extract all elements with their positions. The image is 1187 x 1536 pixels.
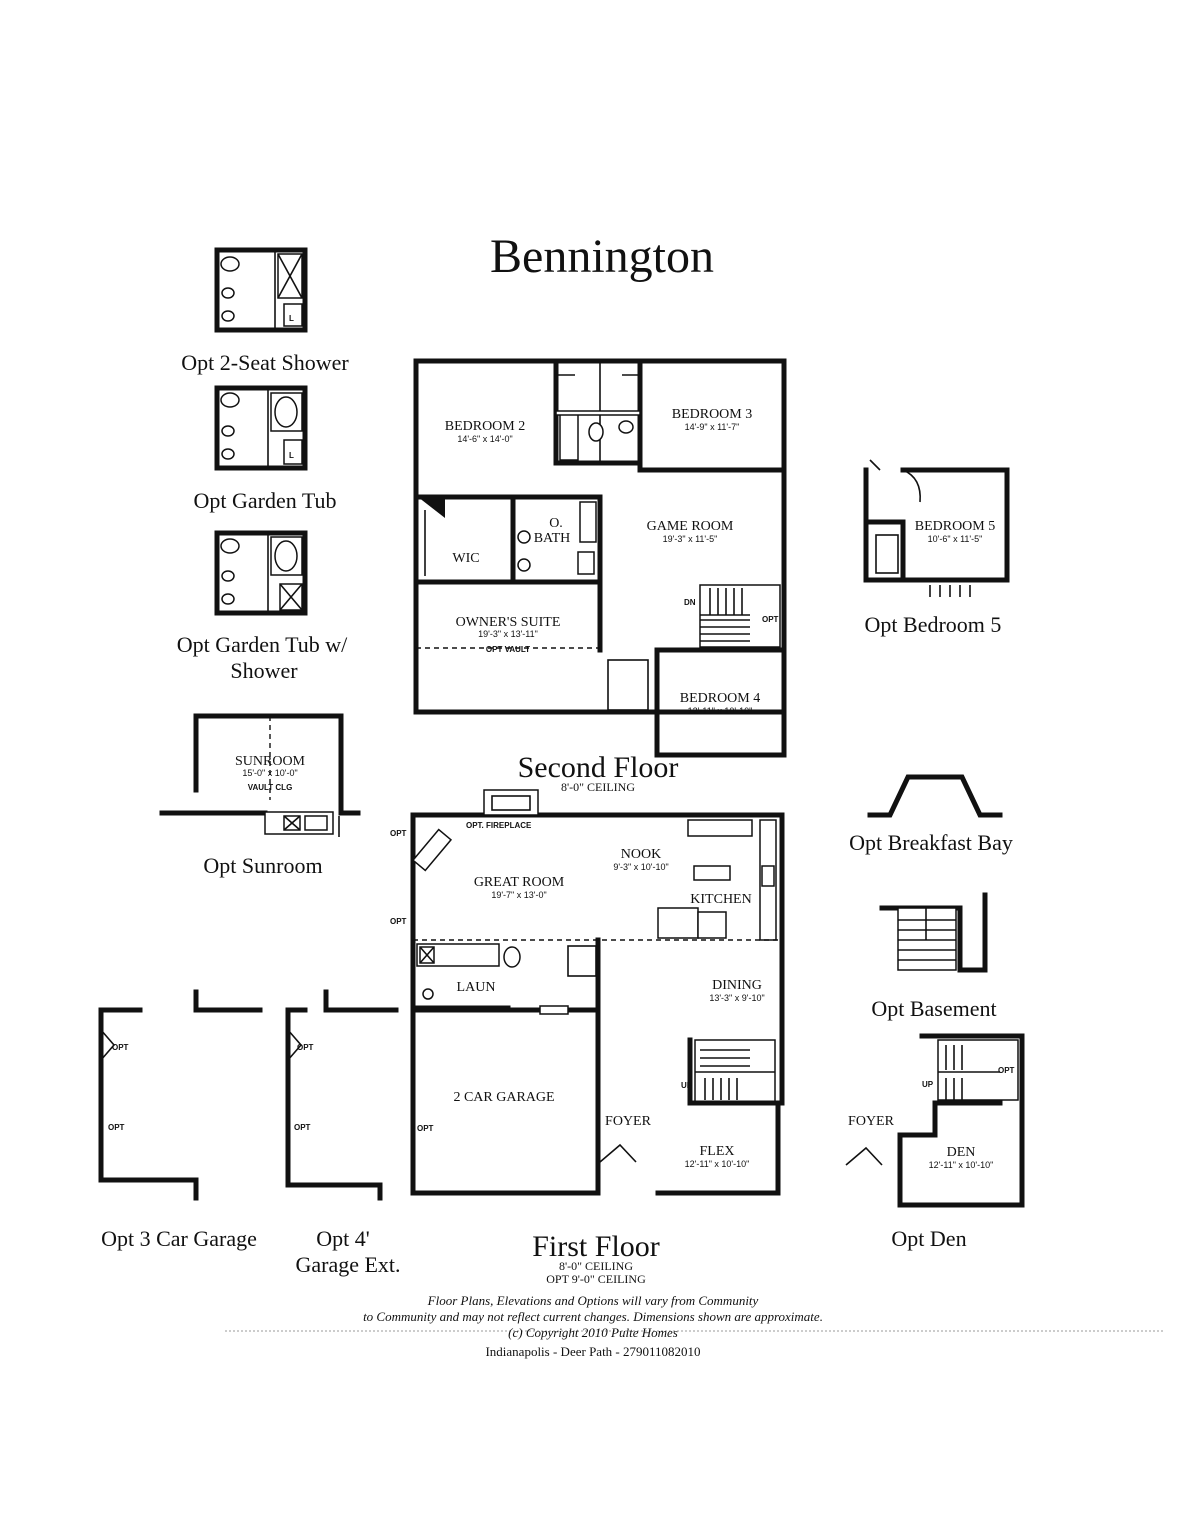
owners-suite-name: OWNER'S SUITE	[456, 615, 561, 630]
first-floor-label: First Floor	[532, 1230, 660, 1263]
bedroom-2-dims: 14'-6" x 14'-0"	[457, 434, 512, 444]
opt-garden-tub-shower-label-2: Shower	[230, 658, 298, 683]
foyer-name: FOYER	[605, 1114, 652, 1129]
opt-3-car-garage-label: Opt 3 Car Garage	[101, 1226, 257, 1251]
opt-den-label: Opt Den	[891, 1226, 966, 1251]
disclaimer-line-1: Floor Plans, Elevations and Options will…	[427, 1293, 759, 1308]
great-room-dims: 19'-7" x 13'-0"	[491, 890, 546, 900]
garage-name: 2 CAR GARAGE	[453, 1090, 554, 1105]
opt-den-plan	[845, 1033, 1025, 1208]
garage-ext-opt-mark-1: OPT	[297, 1043, 314, 1052]
opt-garage-ext-label-1: Opt 4'	[316, 1226, 370, 1251]
bedroom-4-dims: 12'-11" x 10'-10"	[688, 706, 753, 716]
opt-garage-ext-plan	[285, 989, 399, 1201]
game-room-name: GAME ROOM	[647, 519, 734, 534]
3-car-opt-mark-1: OPT	[112, 1043, 129, 1052]
den-name: DEN	[947, 1145, 976, 1160]
svg-text:L: L	[289, 451, 294, 460]
stairs-dn-mark: DN	[684, 598, 696, 607]
owner-bath-name-line2: BATH	[534, 531, 571, 546]
nook-name: NOOK	[621, 847, 661, 862]
den-opt-mark: OPT	[998, 1066, 1015, 1075]
3-car-opt-mark-2: OPT	[108, 1123, 125, 1132]
opt-garden-tub-shower-plan	[214, 530, 308, 616]
opt-breakfast-bay-label: Opt Breakfast Bay	[849, 830, 1013, 855]
second-floor-label: Second Floor	[518, 751, 679, 784]
first-floor-ceiling: 8'-0" CEILING	[559, 1259, 633, 1273]
game-room-dims: 19'-3" x 11'-5"	[663, 534, 718, 544]
bedroom-5-dims: 10'-6" x 11'-5"	[928, 534, 983, 544]
opt-basement-label: Opt Basement	[871, 996, 996, 1021]
copyright: (c) Copyright 2010 Pulte Homes	[508, 1325, 678, 1340]
bedroom-3-name: BEDROOM 3	[672, 407, 753, 422]
owners-suite-note: OPT VAULT	[486, 645, 530, 654]
opt-sunroom-plan	[159, 713, 361, 837]
svg-text:L: L	[289, 314, 294, 323]
first-floor-opt-mark-2: OPT	[390, 917, 407, 926]
opt-sunroom-label: Opt Sunroom	[203, 853, 322, 878]
opt-breakfast-bay-plan	[867, 774, 1003, 818]
bedroom-3-dims: 14'-9" x 11'-7"	[685, 422, 740, 432]
sunroom-dims: 15'-0" x 10'-0"	[242, 768, 297, 778]
dining-dims: 13'-3" x 9'-10"	[709, 993, 764, 1003]
kitchen-name: KITCHEN	[690, 892, 751, 907]
opt-basement-plan	[879, 892, 988, 973]
garage-ext-opt-mark-2: OPT	[294, 1123, 311, 1132]
second-floor-ceiling: 8'-0" CEILING	[561, 780, 635, 794]
bedroom-5-name: BEDROOM 5	[915, 519, 996, 534]
bedroom-2-name: BEDROOM 2	[445, 419, 526, 434]
opt-garden-tub-plan: L	[214, 385, 308, 471]
opt-garden-tub-shower-label-1: Opt Garden Tub w/	[177, 632, 348, 657]
dining-name: DINING	[712, 978, 762, 993]
first-floor-plan	[410, 789, 785, 1196]
owner-bath-name: O.	[549, 516, 563, 531]
great-room-name: GREAT ROOM	[474, 875, 565, 890]
plan-title: Bennington	[490, 230, 714, 283]
opt-3-car-garage-plan	[98, 989, 263, 1201]
garage-opt-mark: OPT	[417, 1124, 434, 1133]
sunroom-name: SUNROOM	[235, 754, 306, 769]
den-up-mark: UP	[922, 1080, 934, 1089]
opt-bedroom-5-plan	[863, 459, 1010, 597]
sunroom-note: VAULT CLG	[248, 783, 293, 792]
second-floor-opt-mark: OPT	[762, 615, 779, 624]
owners-suite-dims: 19'-3" x 13'-11"	[478, 629, 538, 639]
first-floor-opt-mark-1: OPT	[390, 829, 407, 838]
opt-garage-ext-label-2: Garage Ext.	[295, 1252, 400, 1277]
opt-garden-tub-label: Opt Garden Tub	[193, 488, 336, 513]
plan-reference: Indianapolis - Deer Path - 279011082010	[485, 1344, 700, 1359]
disclaimer-line-2: to Community and may not reflect current…	[363, 1309, 823, 1324]
wic-name: WIC	[452, 551, 479, 566]
flex-dims: 12'-11" x 10'-10"	[685, 1159, 750, 1169]
opt-2-seat-shower-label: Opt 2-Seat Shower	[181, 350, 349, 375]
den-foyer-name: FOYER	[848, 1114, 895, 1129]
flex-name: FLEX	[700, 1144, 735, 1159]
bedroom-4-name: BEDROOM 4	[680, 691, 761, 706]
second-floor-plan	[413, 358, 787, 758]
opt-fireplace-mark: OPT. FIREPLACE	[466, 821, 532, 830]
opt-2-seat-shower-plan: L	[214, 247, 308, 333]
den-dims: 12'-11" x 10'-10"	[929, 1160, 994, 1170]
first-floor-ceiling-opt: OPT 9'-0" CEILING	[546, 1272, 646, 1286]
opt-bedroom-5-label: Opt Bedroom 5	[865, 612, 1002, 637]
stairs-up-mark: UP	[681, 1081, 693, 1090]
nook-dims: 9'-3" x 10'-10"	[613, 862, 668, 872]
laundry-name: LAUN	[457, 980, 496, 995]
